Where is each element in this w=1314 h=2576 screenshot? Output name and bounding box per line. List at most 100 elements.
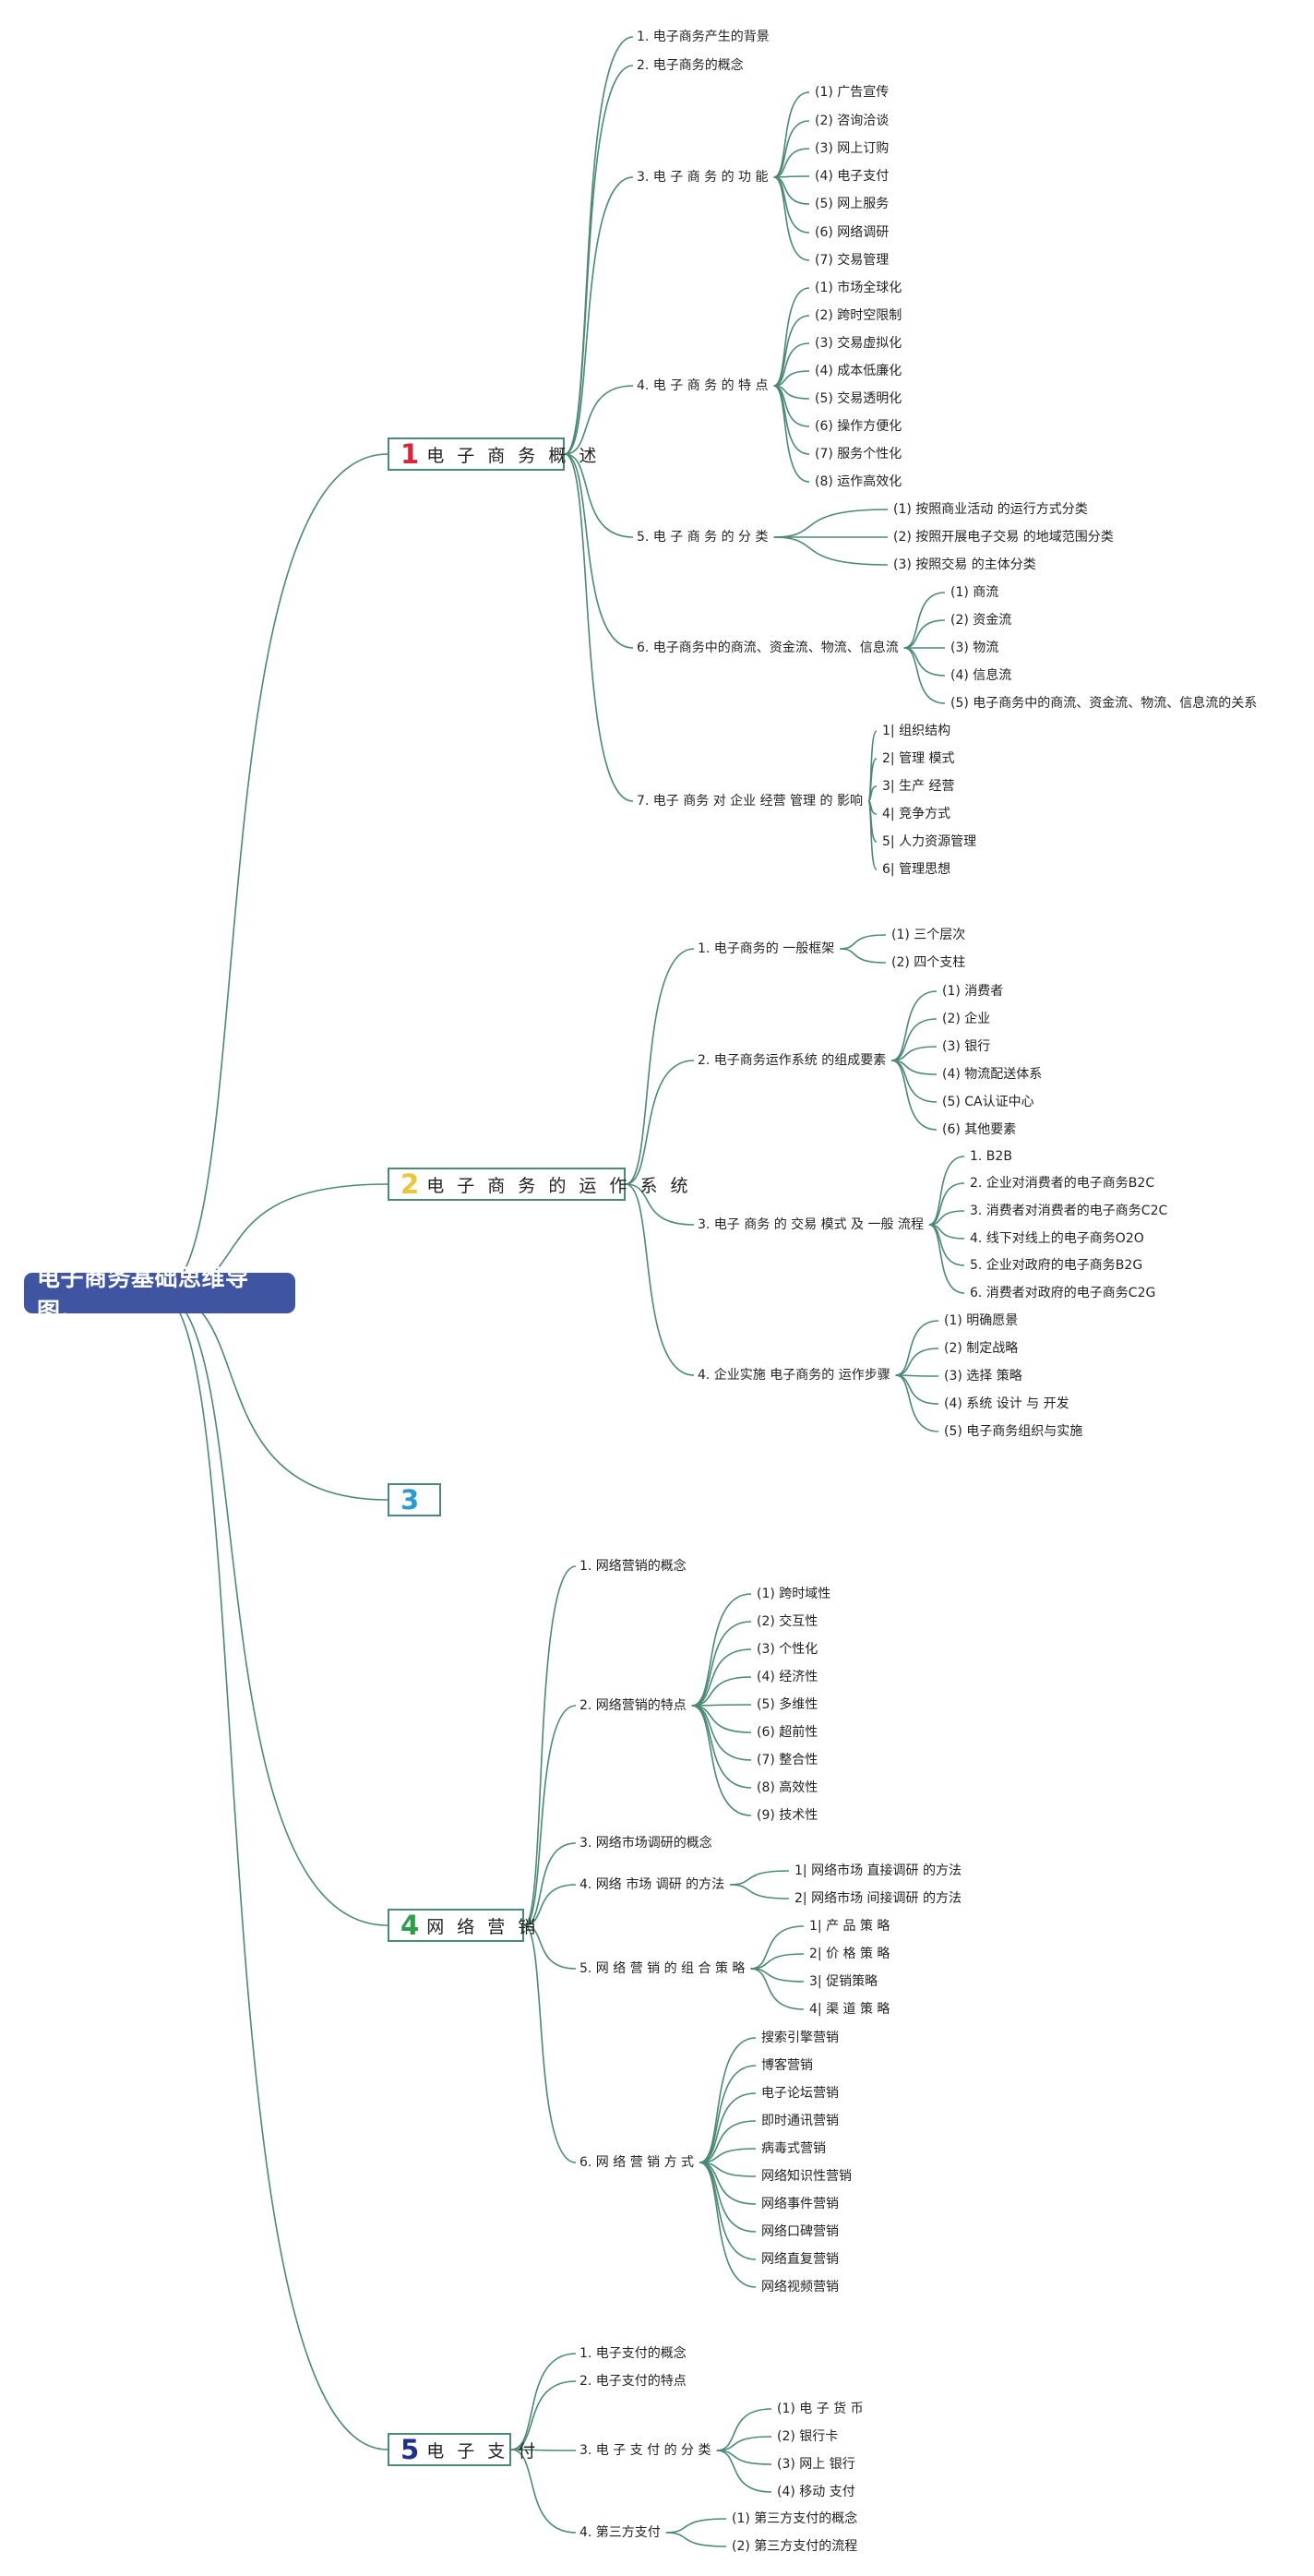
item-node: 博客营销 — [761, 2058, 813, 2073]
branch-to-topic-link — [625, 948, 695, 1185]
item-node: 网络视频营销 — [761, 2280, 839, 2294]
branch-number: 2 — [400, 1168, 420, 1200]
item-node: (1) 按照商业活动 的运行方式分类 — [893, 502, 1088, 517]
topic-to-item-link — [691, 1705, 752, 1816]
topic-node: 3. 网络市场调研的概念 — [579, 1836, 712, 1851]
item-node: 搜索引擎营销 — [761, 2031, 839, 2045]
topic-to-item-link — [691, 1705, 752, 1789]
topic-node: 6. 电子商务中的商流、资金流、物流、信息流 — [637, 641, 899, 655]
item-node: (1) 市场全球化 — [815, 281, 902, 295]
topic-to-item-link — [773, 148, 810, 178]
branch-to-topic-link — [564, 453, 634, 538]
branch-number: 4 — [400, 1909, 420, 1941]
item-node: 2| 网络市场 间接调研 的方法 — [794, 1891, 962, 1906]
topic-to-item-link — [699, 2148, 757, 2163]
item-node: (1) 消费者 — [942, 984, 1004, 999]
topic-to-item-link — [903, 647, 946, 704]
topic-node: 4. 企业实施 电子商务的 运作步骤 — [698, 1368, 890, 1383]
topic-node: 4. 电 子 商 务 的 特 点 — [637, 378, 769, 393]
item-node: 即时通讯营销 — [761, 2114, 839, 2128]
topic-to-item-link — [773, 342, 810, 387]
item-node: (1) 电 子 货 币 — [777, 2402, 864, 2416]
item-node: (5) CA认证中心 — [942, 1095, 1034, 1109]
item-node: 1| 网络市场 直接调研 的方法 — [794, 1863, 962, 1878]
item-node: (7) 服务个性化 — [815, 447, 902, 461]
topic-to-item-link — [691, 1704, 752, 1707]
topic-to-item-link — [691, 1676, 752, 1707]
topic-node: 3. 电子 商务 的 交易 模式 及 一般 流程 — [698, 1217, 924, 1232]
topic-to-item-link — [665, 2532, 727, 2547]
root-to-branch-link — [158, 1292, 388, 2450]
topic-to-item-link — [903, 592, 946, 649]
item-node: (3) 交易虚拟化 — [815, 336, 902, 351]
item-node: (2) 咨询洽谈 — [815, 114, 890, 128]
topic-node: 4. 第三方支付 — [579, 2525, 661, 2540]
topic-node: 6. 网 络 营 销 方 式 — [579, 2155, 695, 2170]
branch-number: 1 — [400, 437, 420, 470]
item-node: (2) 按照开展电子交易 的地域范围分类 — [893, 530, 1114, 545]
item-node: 2| 管理 模式 — [882, 751, 955, 766]
root-label: 电子商务基础思维导图。 — [37, 1264, 249, 1324]
branch-number: 5 — [400, 2433, 420, 2465]
branch-to-topic-link — [564, 36, 634, 455]
item-node: (2) 跨时空限制 — [815, 308, 902, 323]
topic-node: 1. 电子商务的 一般框架 — [698, 941, 835, 956]
topic-to-item-link — [773, 175, 810, 178]
item-node: 1| 组织结构 — [882, 724, 951, 738]
branch-to-topic-link — [523, 1842, 577, 1926]
item-node: (6) 网络调研 — [815, 225, 890, 240]
item-node: 电子论坛营销 — [761, 2086, 839, 2101]
item-node: 网络口碑营销 — [761, 2224, 839, 2239]
item-node: 6. 消费者对政府的电子商务C2G — [970, 1286, 1156, 1300]
topic-to-item-link — [716, 2450, 772, 2493]
item-node: (3) 银行 — [942, 1039, 991, 1054]
topic-to-item-link — [716, 2436, 772, 2451]
topic-to-item-link — [750, 1953, 805, 1970]
item-node: 5| 人力资源管理 — [882, 834, 977, 849]
topic-to-item-link — [773, 91, 810, 178]
branch-to-topic-link — [523, 1924, 577, 2163]
topic-to-item-link — [691, 1593, 752, 1707]
topic-to-item-link — [840, 934, 887, 950]
item-node: (2) 资金流 — [950, 613, 1012, 628]
item-node: (3) 网上订购 — [815, 141, 890, 156]
topic-to-item-link — [773, 315, 810, 387]
topic-to-item-link — [750, 1968, 805, 1983]
branch-label: 电 子 商 务 的 运 作 系 统 — [426, 1175, 692, 1196]
root-to-branch-link — [158, 1292, 388, 1926]
item-node: (1) 广告宣传 — [815, 85, 890, 100]
item-node: (5) 多维性 — [757, 1697, 818, 1712]
item-node: 2| 价 格 策 略 — [809, 1947, 890, 1961]
topic-node: 2. 电子商务运作系统 的组成要素 — [698, 1053, 887, 1068]
branch-2-operation-system: 2 电 子 商 务 的 运 作 系 统 — [388, 1168, 688, 1201]
branch-to-topic-link — [564, 453, 634, 649]
branch-to-topic-link — [523, 1705, 577, 1926]
topic-to-item-link — [691, 1648, 752, 1707]
branch-1-ecommerce-overview: 1 电 子 商 务 概 述 — [388, 437, 596, 471]
item-node: (4) 成本低廉化 — [815, 364, 902, 378]
item-node: 3. 消费者对消费者的电子商务C2C — [970, 1204, 1168, 1218]
topic-to-item-link — [699, 2092, 757, 2163]
item-node: (9) 技术性 — [757, 1808, 818, 1823]
branch-to-topic-link — [564, 65, 634, 455]
item-node: (5) 交易透明化 — [815, 391, 902, 406]
branch-label: 网 络 营 销 — [426, 1916, 540, 1937]
topic-to-item-link — [665, 2518, 727, 2534]
topic-to-item-link — [773, 176, 810, 261]
topic-node: 2. 网络营销的特点 — [579, 1698, 687, 1713]
topic-node: 1. 网络营销的概念 — [579, 1559, 687, 1574]
topic-to-item-link — [895, 1320, 939, 1376]
item-node: (7) 交易管理 — [815, 253, 890, 268]
topic-node: 5. 电 子 商 务 的 分 类 — [637, 530, 769, 545]
topic-node: 2. 电子商务的概念 — [637, 58, 744, 73]
item-node: 网络直复营销 — [761, 2252, 839, 2267]
root-node: 电子商务基础思维导图。 — [24, 1264, 295, 1324]
topic-node: 3. 电 子 商 务 的 功 能 — [637, 170, 769, 185]
topic-to-item-link — [730, 1870, 790, 1886]
item-node: 3| 促销策略 — [809, 1974, 878, 1989]
branch-to-topic-link — [625, 1060, 695, 1185]
topic-to-item-link — [895, 1374, 939, 1432]
item-node: (1) 明确愿景 — [944, 1313, 1019, 1328]
item-node: (4) 信息流 — [950, 668, 1012, 683]
